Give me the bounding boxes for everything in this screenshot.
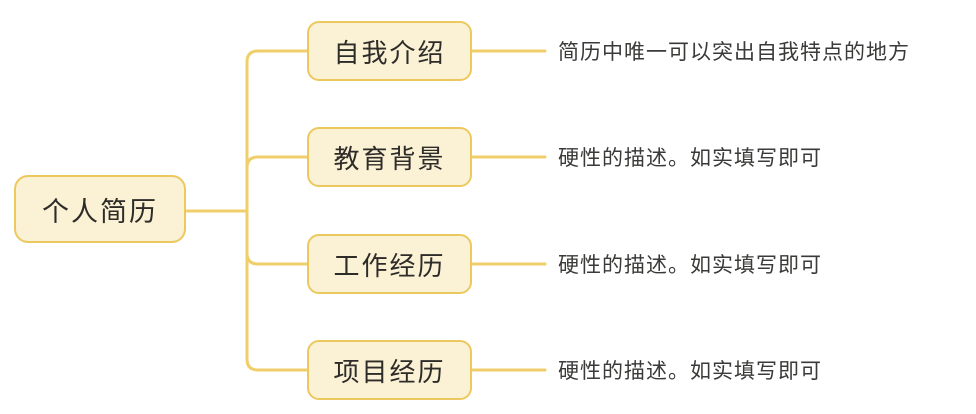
branch-node-work-experience[interactable]: 工作经历	[307, 234, 472, 294]
branch-node-education[interactable]: 教育背景	[307, 127, 472, 187]
leaf-text-self-introduction: 简历中唯一可以突出自我特点的地方	[558, 41, 910, 64]
leaf-text-work-experience: 硬性的描述。如实填写即可	[558, 254, 822, 277]
root-node[interactable]: 个人简历	[14, 175, 186, 243]
connector-branch-4	[245, 357, 309, 372]
connector-branch-1	[245, 49, 309, 64]
branch-node-label: 工作经历	[333, 250, 446, 281]
leaf-text-project-experience: 硬性的描述。如实填写即可	[558, 360, 822, 383]
branch-node-self-introduction[interactable]: 自我介绍	[307, 21, 472, 81]
branch-node-label: 教育背景	[333, 143, 446, 174]
connector-branch-3	[245, 251, 309, 266]
branch-node-label: 自我介绍	[333, 37, 446, 68]
leaf-text-education: 硬性的描述。如实填写即可	[558, 147, 822, 170]
branch-node-project-experience[interactable]: 项目经历	[307, 340, 472, 400]
connector-branch-2	[245, 155, 309, 170]
branch-node-label: 项目经历	[333, 356, 446, 387]
root-node-label: 个人简历	[42, 196, 158, 227]
